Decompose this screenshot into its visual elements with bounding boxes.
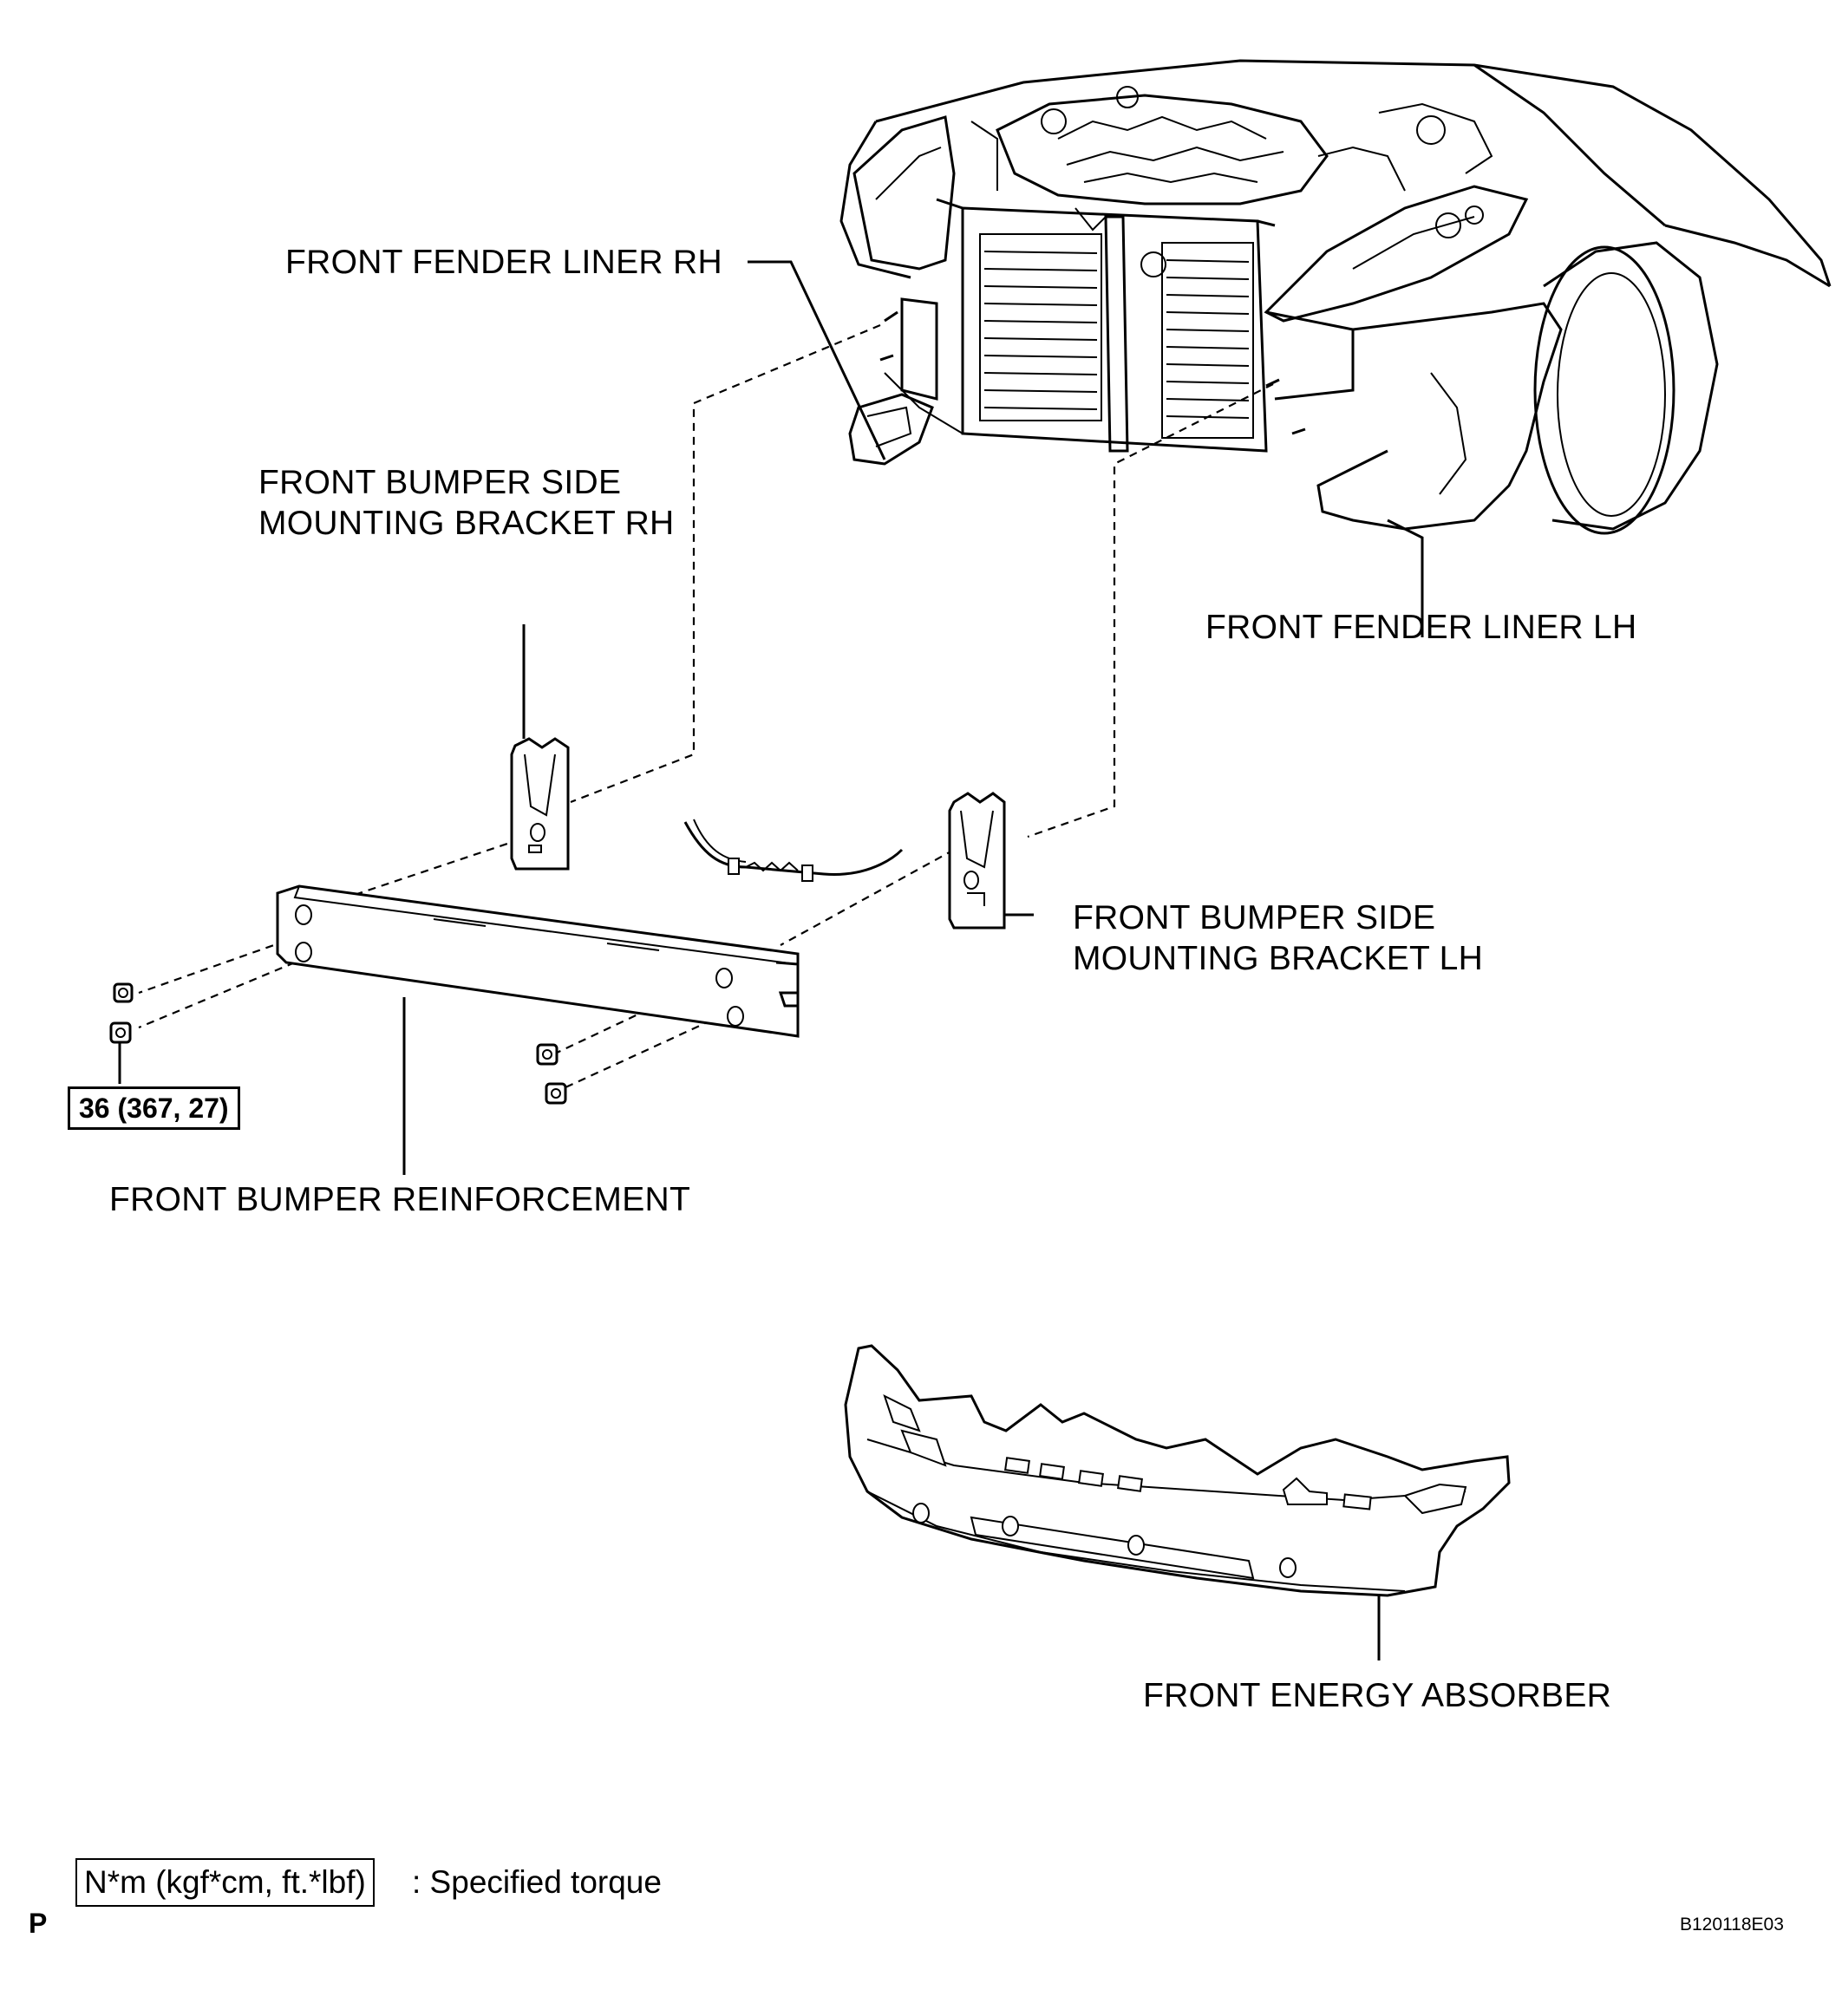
bolt-rh-upper — [113, 982, 134, 1003]
label-front-fender-liner-lh: FRONT FENDER LINER LH — [1205, 609, 1637, 646]
bolts — [109, 982, 567, 1105]
bolt-rh-lower — [109, 1021, 132, 1044]
mounting-bracket-lh — [948, 792, 1006, 930]
label-front-energy-absorber: FRONT ENERGY ABSORBER — [1143, 1677, 1612, 1714]
mounting-bracket-rh — [510, 737, 570, 871]
legend-torque-unit-box: N*m (kgf*cm, ft.*lbf) — [75, 1858, 375, 1907]
harness-cable — [683, 819, 904, 882]
label-front-bumper-reinforcement: FRONT BUMPER REINFORCEMENT — [109, 1181, 691, 1218]
bolt-lh-lower — [545, 1082, 567, 1105]
vehicle-front-end — [839, 59, 1832, 535]
label-bracket-lh-line1: FRONT BUMPER SIDE — [1073, 899, 1436, 936]
label-leader-lines — [118, 260, 1424, 1660]
label-bracket-rh-line2: MOUNTING BRACKET RH — [258, 505, 675, 542]
bumper-reinforcement — [276, 884, 800, 1038]
label-bracket-lh-line2: MOUNTING BRACKET LH — [1073, 940, 1484, 977]
label-bracket-rh-line1: FRONT BUMPER SIDE — [258, 464, 622, 501]
figure-id: B120118E03 — [1680, 1915, 1784, 1934]
alignment-dashed-lines — [138, 323, 1274, 1089]
legend-description: : Specified torque — [412, 1864, 662, 1900]
label-front-fender-liner-rh: FRONT FENDER LINER RH — [285, 244, 722, 281]
bolt-lh-upper — [536, 1043, 558, 1066]
corner-mark: P — [29, 1908, 48, 1939]
torque-spec-box: 36 (367, 27) — [68, 1086, 240, 1130]
energy-absorber — [844, 1344, 1511, 1597]
